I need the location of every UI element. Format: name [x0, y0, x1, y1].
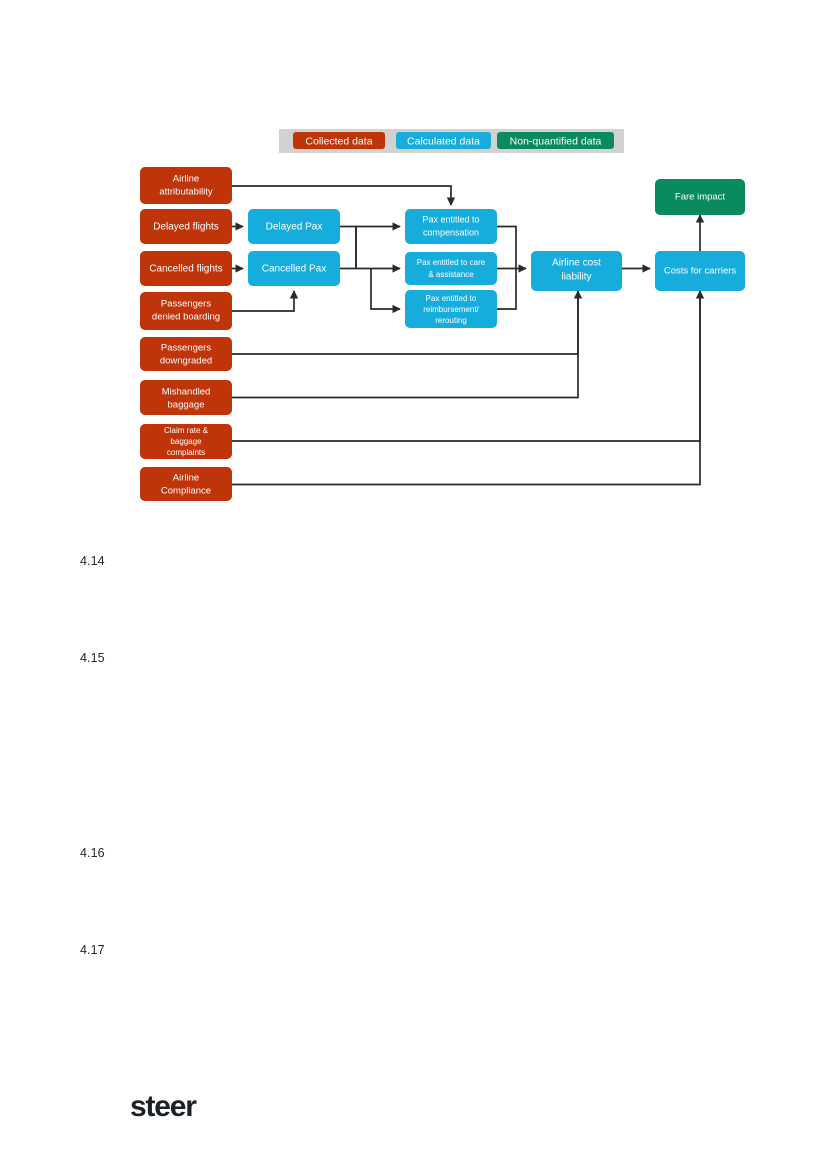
connector-delayed-pax-bus — [340, 225, 357, 262]
connector-bus-to-compensation — [355, 222, 401, 269]
node-claim-rate-line-2: baggage — [170, 437, 202, 446]
connector-bus-to-reimbursement — [370, 268, 401, 314]
legend-label-calculated: Calculated data — [407, 135, 480, 147]
node-pax-entitled-care-assistance[interactable]: Pax entitled to care & assistance — [405, 252, 497, 285]
node-delayed-pax[interactable]: Delayed Pax — [248, 209, 340, 244]
connector-attributability-to-compensation — [232, 185, 456, 206]
node-compensation-line-2: compensation — [423, 227, 479, 237]
node-mishandled-baggage[interactable]: Mishandled baggage — [140, 380, 232, 415]
connector-mishandled-baggage-to-airline-cost-liability — [232, 291, 579, 399]
node-denied-boarding-line-2: denied boarding — [152, 312, 220, 323]
node-passengers-downgraded[interactable]: Passengers downgraded — [140, 337, 232, 371]
legend-swatch-calculated — [396, 132, 491, 149]
node-cancelled-pax-label: Cancelled Pax — [262, 264, 326, 275]
node-claim-rate-line-1: Claim rate & — [164, 426, 209, 435]
diagram-connectors — [232, 185, 705, 486]
node-costs-for-carriers-label: Costs for carriers — [664, 266, 737, 277]
node-mishandled-baggage-line-1: Mishandled — [162, 387, 211, 398]
diagram-legend: Collected data Calculated data Non-quant… — [279, 129, 624, 153]
node-reimbursement-line-2: reimbursement/ — [423, 305, 479, 314]
node-airline-cost-liability[interactable]: Airline cost liability — [531, 251, 622, 291]
node-airline-attributability-line-1: Airline — [173, 174, 199, 185]
steer-logo: steer — [130, 1090, 197, 1123]
node-airline-compliance-line-2: Compliance — [161, 486, 211, 497]
node-cancelled-flights[interactable]: Cancelled flights — [140, 251, 232, 286]
node-downgraded-line-2: downgraded — [160, 356, 212, 367]
legend-label-collected: Collected data — [305, 135, 372, 147]
node-care-assistance-line-1: Pax entitled to care — [417, 258, 486, 267]
process-flow-diagram: Collected data Calculated data Non-quant… — [0, 0, 827, 520]
connector-reimbursement-to-liability-bus — [497, 268, 517, 310]
node-airline-cost-liability-line-1: Airline cost — [552, 258, 601, 269]
calculated-pax-nodes: Delayed Pax Cancelled Pax — [248, 209, 340, 286]
node-downgraded-line-1: Passengers — [161, 343, 211, 354]
node-airline-cost-liability-line-2: liability — [561, 272, 591, 283]
node-fare-impact-label: Fare impact — [675, 192, 726, 203]
connector-denied-boarding-to-cancelled-pax — [232, 290, 299, 312]
node-delayed-flights[interactable]: Delayed flights — [140, 209, 232, 244]
node-pax-entitled-compensation[interactable]: Pax entitled to compensation — [405, 209, 497, 244]
node-airline-attributability[interactable]: Airline attributability — [140, 167, 232, 204]
node-passengers-denied-boarding[interactable]: Passengers denied boarding — [140, 292, 232, 330]
collected-data-nodes: Airline attributability Delayed flights … — [140, 167, 232, 501]
paragraph-number-4-17: 4.17 — [80, 943, 105, 957]
node-delayed-flights-label: Delayed flights — [153, 222, 219, 233]
legend-swatch-collected — [293, 132, 385, 149]
paragraph-number-4-15: 4.15 — [80, 651, 105, 665]
node-cancelled-flights-label: Cancelled flights — [149, 264, 222, 275]
calculated-entitlement-nodes: Pax entitled to compensation Pax entitle… — [405, 209, 497, 328]
legend-label-non-quantified: Non-quantified data — [510, 135, 602, 147]
node-mishandled-baggage-line-2: baggage — [168, 400, 205, 411]
node-reimbursement-line-1: Pax entitled to — [426, 294, 477, 303]
node-airline-attributability-line-2: attributability — [159, 187, 213, 198]
node-delayed-pax-label: Delayed Pax — [266, 222, 323, 233]
node-pax-entitled-reimbursement-rerouting[interactable]: Pax entitled to reimbursement/ rerouting — [405, 290, 497, 328]
node-reimbursement-line-3: rerouting — [435, 316, 467, 325]
node-claim-rate-baggage-complaints[interactable]: Claim rate & baggage complaints — [140, 424, 232, 459]
paragraph-number-4-16: 4.16 — [80, 846, 105, 860]
paragraph-number-4-14: 4.14 — [80, 554, 105, 568]
node-denied-boarding-line-1: Passengers — [161, 299, 211, 310]
node-compensation-line-1: Pax entitled to — [422, 214, 479, 224]
node-airline-compliance-line-1: Airline — [173, 473, 199, 484]
node-cancelled-pax[interactable]: Cancelled Pax — [248, 251, 340, 286]
node-costs-for-carriers[interactable]: Costs for carriers — [655, 251, 745, 291]
connector-compensation-to-liability-bus — [497, 225, 517, 269]
node-fare-impact[interactable]: Fare impact — [655, 179, 745, 215]
legend-swatch-non-quantified — [497, 132, 614, 149]
node-claim-rate-line-3: complaints — [167, 448, 205, 457]
node-care-assistance-line-2: & assistance — [428, 270, 474, 279]
outcome-nodes: Airline cost liability Costs for carrier… — [531, 179, 745, 291]
connector-airline-compliance-to-costs-for-carriers — [232, 291, 701, 486]
node-airline-compliance[interactable]: Airline Compliance — [140, 467, 232, 501]
